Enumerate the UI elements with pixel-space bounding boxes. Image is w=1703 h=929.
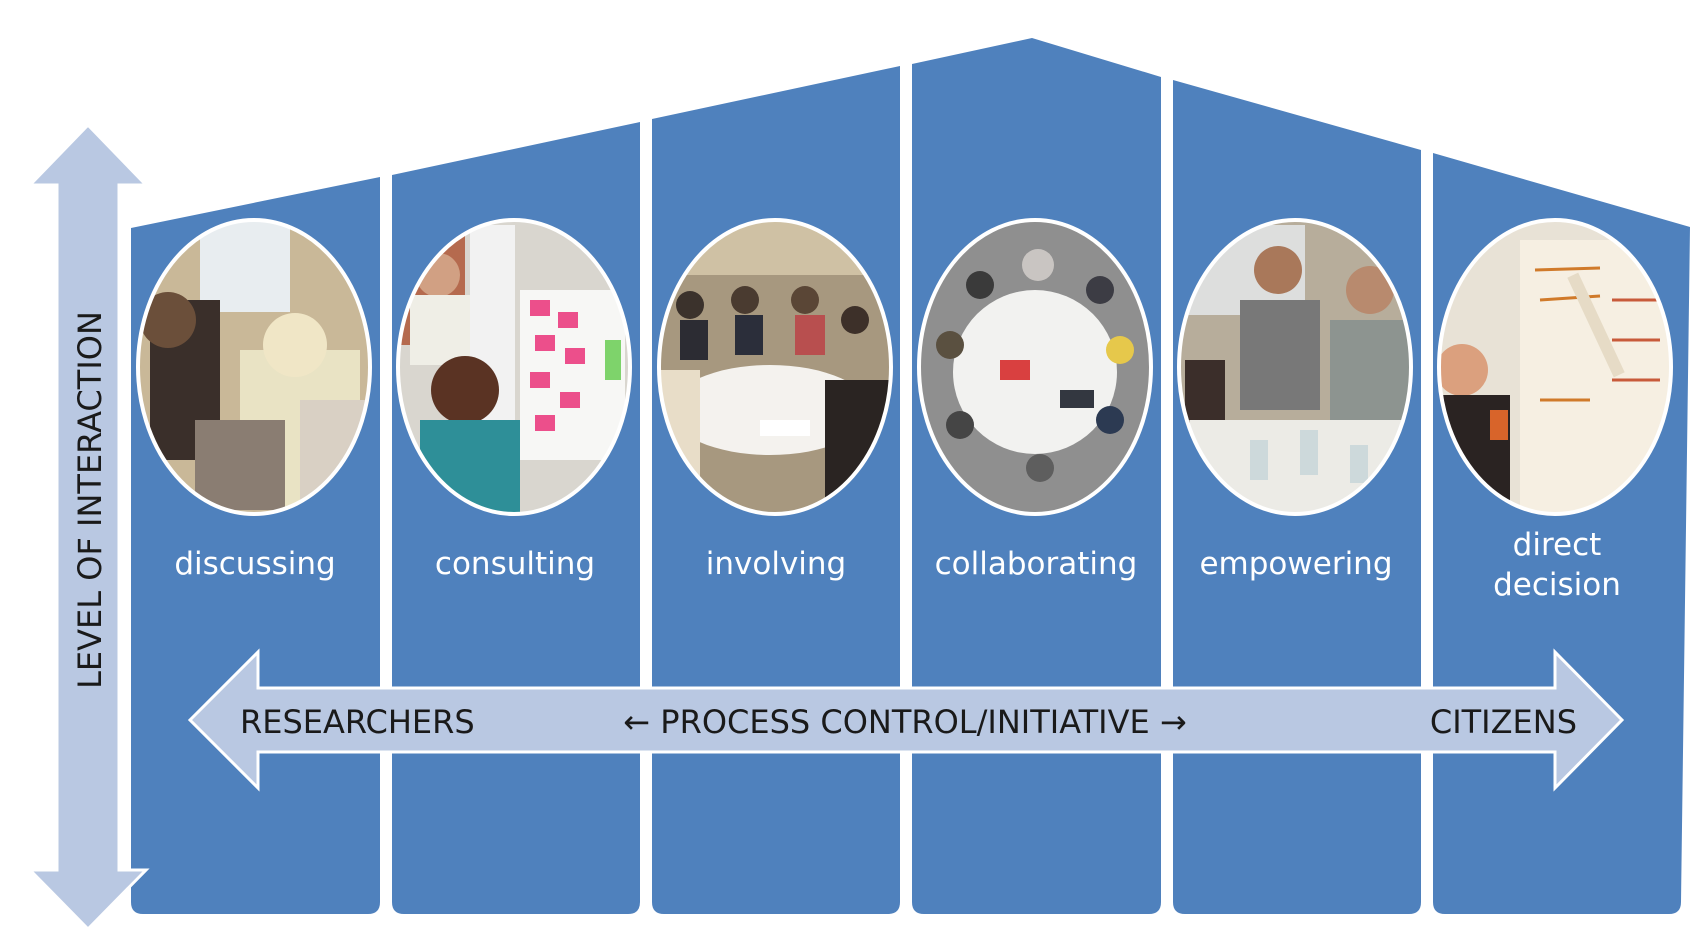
process-control-arrow [187,648,1625,792]
photo-1 [138,220,370,514]
interaction-level-arrow [26,122,150,929]
label-researchers: RESEARCHERS [240,703,475,741]
label-citizens: CITIZENS [1430,703,1577,741]
stage-label-involving: involving [706,546,846,582]
photo-5 [1179,220,1411,514]
stage-label-direct: direct [1513,527,1602,563]
stage-label-empowering: empowering [1199,546,1392,582]
columns-group [131,38,1690,914]
photo-6 [1439,220,1671,514]
photo-frames [136,218,1673,516]
photo-4 [919,220,1151,514]
photo-2 [398,220,630,514]
stage-label-consulting: consulting [435,546,595,582]
stage-label-decision: decision [1493,567,1621,603]
label-process-control: ← PROCESS CONTROL/INITIATIVE → [623,703,1186,741]
stage-label-discussing: discussing [174,546,335,582]
process-control-labels: RESEARCHERS ← PROCESS CONTROL/INITIATIVE… [240,703,1577,741]
label-level-of-interaction: LEVEL OF INTERACTION [71,311,109,689]
stage-labels: discussing consulting involving collabor… [174,527,1621,603]
stage-label-collaborating: collaborating [935,546,1138,582]
